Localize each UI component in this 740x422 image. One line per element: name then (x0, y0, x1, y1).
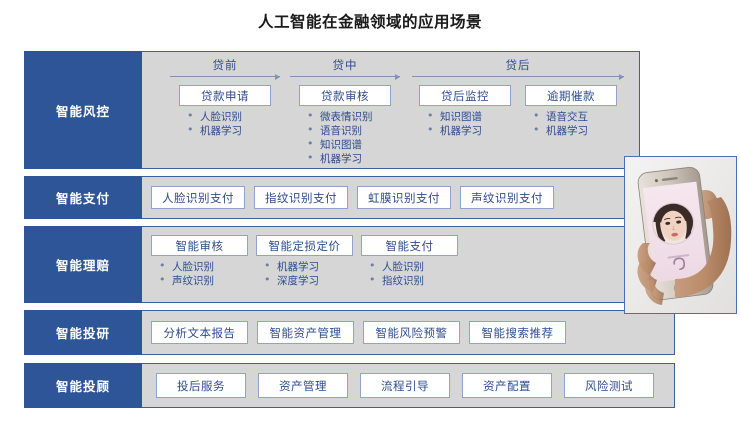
phase-title-pre-loan: 贷前 (212, 58, 238, 72)
list-item: 知识图谱 (425, 109, 511, 124)
list-item: 人脸识别 (185, 109, 271, 124)
list-item: 微表情识别 (305, 109, 391, 124)
phase-title-post-loan: 贷后 (505, 58, 531, 72)
phase-arrow-pre-loan (170, 73, 280, 80)
list-item: 深度学习 (262, 273, 353, 288)
list-item: 语音识别 (305, 123, 391, 138)
claim-column-intelligent-review: 智能审核 人脸识别 声纹识别 (151, 235, 248, 288)
chip-post-investment-service[interactable]: 投后服务 (156, 373, 246, 398)
bullet-list-post-loan-monitoring: 知识图谱 机器学习 (419, 109, 511, 138)
list-item: 知识图谱 (305, 137, 391, 152)
chip-post-loan-monitoring[interactable]: 贷后监控 (419, 85, 511, 106)
chip-analyze-text-report[interactable]: 分析文本报告 (151, 321, 248, 344)
bullet-list-intelligent-review: 人脸识别 声纹识别 (151, 259, 248, 288)
chip-risk-assessment[interactable]: 风险测试 (564, 373, 654, 398)
chip-fingerprint-recognition-payment[interactable]: 指纹识别支付 (254, 186, 348, 209)
subcolumn-loan-review: 贷款审核 微表情识别 语音识别 知识图谱 机器学习 (299, 85, 391, 166)
face-recognition-illustration (625, 157, 736, 313)
claim-column-intelligent-loss-assessment: 智能定损定价 机器学习 深度学习 (256, 235, 353, 288)
subcolumn-post-loan-monitoring: 贷后监控 知识图谱 机器学习 (419, 85, 511, 138)
bullet-list-overdue-collection: 语音交互 机器学习 (525, 109, 617, 138)
page-title: 人工智能在金融领域的应用场景 (257, 13, 482, 31)
list-item: 机器学习 (531, 123, 617, 138)
list-item: 机器学习 (185, 123, 271, 138)
row-intelligent-claims: 智能理赔 智能审核 人脸识别 声纹识别 智能定损定价 机器学习 深度学习 (24, 226, 640, 303)
bullet-list-loan-application: 人脸识别 机器学习 (179, 109, 271, 138)
row-body-intelligent-risk-control: 贷前 贷款申请 人脸识别 机器学习 贷中 (142, 51, 640, 169)
list-item: 指纹识别 (367, 273, 458, 288)
chip-loan-review[interactable]: 贷款审核 (299, 85, 391, 106)
chip-iris-recognition-payment[interactable]: 虹膜识别支付 (357, 186, 451, 209)
list-item: 人脸识别 (367, 259, 458, 274)
row-body-intelligent-research: 分析文本报告 智能资产管理 智能风险预警 智能搜索推荐 (142, 310, 675, 355)
chip-asset-allocation[interactable]: 资产配置 (462, 373, 552, 398)
row-label-intelligent-risk-control: 智能风控 (24, 51, 142, 169)
list-item: 机器学习 (305, 151, 391, 166)
row-intelligent-risk-control: 智能风控 贷前 贷款申请 人脸识别 机器学习 贷中 (24, 51, 640, 169)
chip-voiceprint-recognition-payment[interactable]: 声纹识别支付 (460, 186, 554, 209)
row-body-intelligent-claims: 智能审核 人脸识别 声纹识别 智能定损定价 机器学习 深度学习 智能支付 (142, 226, 640, 303)
phase-during-loan: 贷中 贷款审核 微表情识别 语音识别 知识图谱 机器学习 (290, 58, 400, 166)
phase-arrow-during-loan (290, 73, 400, 80)
chip-intelligent-asset-management[interactable]: 智能资产管理 (257, 321, 354, 344)
row-label-intelligent-claims: 智能理赔 (24, 226, 142, 303)
row-label-intelligent-advisory: 智能投顾 (24, 363, 142, 408)
row-body-intelligent-payment: 人脸识别支付 指纹识别支付 虹膜识别支付 声纹识别支付 (142, 176, 640, 219)
claim-column-intelligent-payment: 智能支付 人脸识别 指纹识别 (361, 235, 458, 288)
bullet-list-intelligent-loss-assessment: 机器学习 深度学习 (256, 259, 353, 288)
chip-intelligent-risk-warning[interactable]: 智能风险预警 (363, 321, 460, 344)
phase-title-during-loan: 贷中 (332, 58, 358, 72)
chip-intelligent-review[interactable]: 智能审核 (151, 235, 248, 256)
bullet-list-loan-review: 微表情识别 语音识别 知识图谱 机器学习 (299, 109, 391, 166)
chip-face-recognition-payment[interactable]: 人脸识别支付 (151, 186, 245, 209)
phase-pre-loan: 贷前 贷款申请 人脸识别 机器学习 (170, 58, 280, 138)
list-item: 人脸识别 (157, 259, 248, 274)
list-item: 声纹识别 (157, 273, 248, 288)
row-intelligent-payment: 智能支付 人脸识别支付 指纹识别支付 虹膜识别支付 声纹识别支付 (24, 176, 640, 219)
chip-intelligent-loss-assessment[interactable]: 智能定损定价 (256, 235, 353, 256)
bullet-list-claims-intelligent-payment: 人脸识别 指纹识别 (361, 259, 458, 288)
phase-post-loan: 贷后 贷后监控 知识图谱 机器学习 逾期催款 语音交互 机器 (412, 58, 624, 138)
row-label-intelligent-payment: 智能支付 (24, 176, 142, 219)
chip-overdue-collection[interactable]: 逾期催款 (525, 85, 617, 106)
row-label-intelligent-research: 智能投研 (24, 310, 142, 355)
phase-arrow-post-loan (412, 73, 624, 80)
row-body-intelligent-advisory: 投后服务 资产管理 流程引导 资产配置 风险测试 (142, 363, 675, 408)
row-intelligent-research: 智能投研 分析文本报告 智能资产管理 智能风险预警 智能搜索推荐 (24, 310, 675, 355)
chip-loan-application[interactable]: 贷款申请 (179, 85, 271, 106)
row-intelligent-advisory: 智能投顾 投后服务 资产管理 流程引导 资产配置 风险测试 (24, 363, 675, 408)
subcolumn-loan-application: 贷款申请 人脸识别 机器学习 (179, 85, 271, 138)
list-item: 机器学习 (425, 123, 511, 138)
chip-intelligent-search-recommendation[interactable]: 智能搜索推荐 (469, 321, 566, 344)
chip-process-guidance[interactable]: 流程引导 (360, 373, 450, 398)
chip-asset-management[interactable]: 资产管理 (258, 373, 348, 398)
subcolumn-overdue-collection: 逾期催款 语音交互 机器学习 (525, 85, 617, 138)
list-item: 语音交互 (531, 109, 617, 124)
list-item: 机器学习 (262, 259, 353, 274)
chip-claims-intelligent-payment[interactable]: 智能支付 (361, 235, 458, 256)
face-recognition-photo (624, 156, 737, 314)
